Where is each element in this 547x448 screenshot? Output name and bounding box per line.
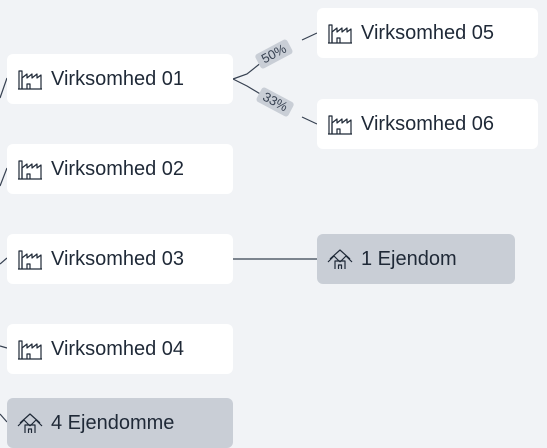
node-virksomhed-06[interactable]: Virksomhed 06 xyxy=(317,99,538,149)
factory-icon xyxy=(18,250,42,270)
node-label: Virksomhed 03 xyxy=(51,248,185,270)
node-label: 1 Ejendom xyxy=(361,248,457,270)
node-virksomhed-02[interactable]: Virksomhed 02 xyxy=(7,144,233,194)
node-label: Virksomhed 05 xyxy=(361,22,495,44)
factory-icon xyxy=(18,70,42,90)
house-icon xyxy=(17,413,43,433)
node-virksomhed-04[interactable]: Virksomhed 04 xyxy=(7,324,233,374)
node-4-ejendomme[interactable]: 4 Ejendomme xyxy=(7,398,233,448)
connector-virksomhed-06-stub xyxy=(301,116,318,125)
connector-parent-to-virksomhed-04 xyxy=(0,345,8,349)
node-label: Virksomhed 04 xyxy=(51,338,185,360)
house-icon xyxy=(327,249,353,269)
factory-icon xyxy=(328,115,352,135)
connector-parent-to-4-ejendomme xyxy=(0,413,8,423)
node-virksomhed-05[interactable]: Virksomhed 05 xyxy=(317,8,538,58)
connector-parent-to-virksomhed-01 xyxy=(0,77,8,99)
node-label: 4 Ejendomme xyxy=(51,412,175,434)
node-label: Virksomhed 02 xyxy=(51,158,185,180)
factory-icon xyxy=(328,24,352,44)
connector-parent-to-virksomhed-03 xyxy=(0,257,8,265)
factory-icon xyxy=(18,340,42,360)
connector-parent-to-virksomhed-02 xyxy=(0,167,8,187)
factory-icon xyxy=(18,160,42,180)
node-virksomhed-01[interactable]: Virksomhed 01 xyxy=(7,54,233,104)
node-label: Virksomhed 06 xyxy=(361,113,495,135)
node-1-ejendom[interactable]: 1 Ejendom xyxy=(317,234,515,284)
connector-virksomhed-01-to-virksomhed-06 xyxy=(232,78,263,96)
connector-virksomhed-05-stub xyxy=(301,32,318,41)
connector-virksomhed-01-to-virksomhed-05 xyxy=(232,61,263,80)
node-label: Virksomhed 01 xyxy=(51,68,185,90)
node-virksomhed-03[interactable]: Virksomhed 03 xyxy=(7,234,233,284)
